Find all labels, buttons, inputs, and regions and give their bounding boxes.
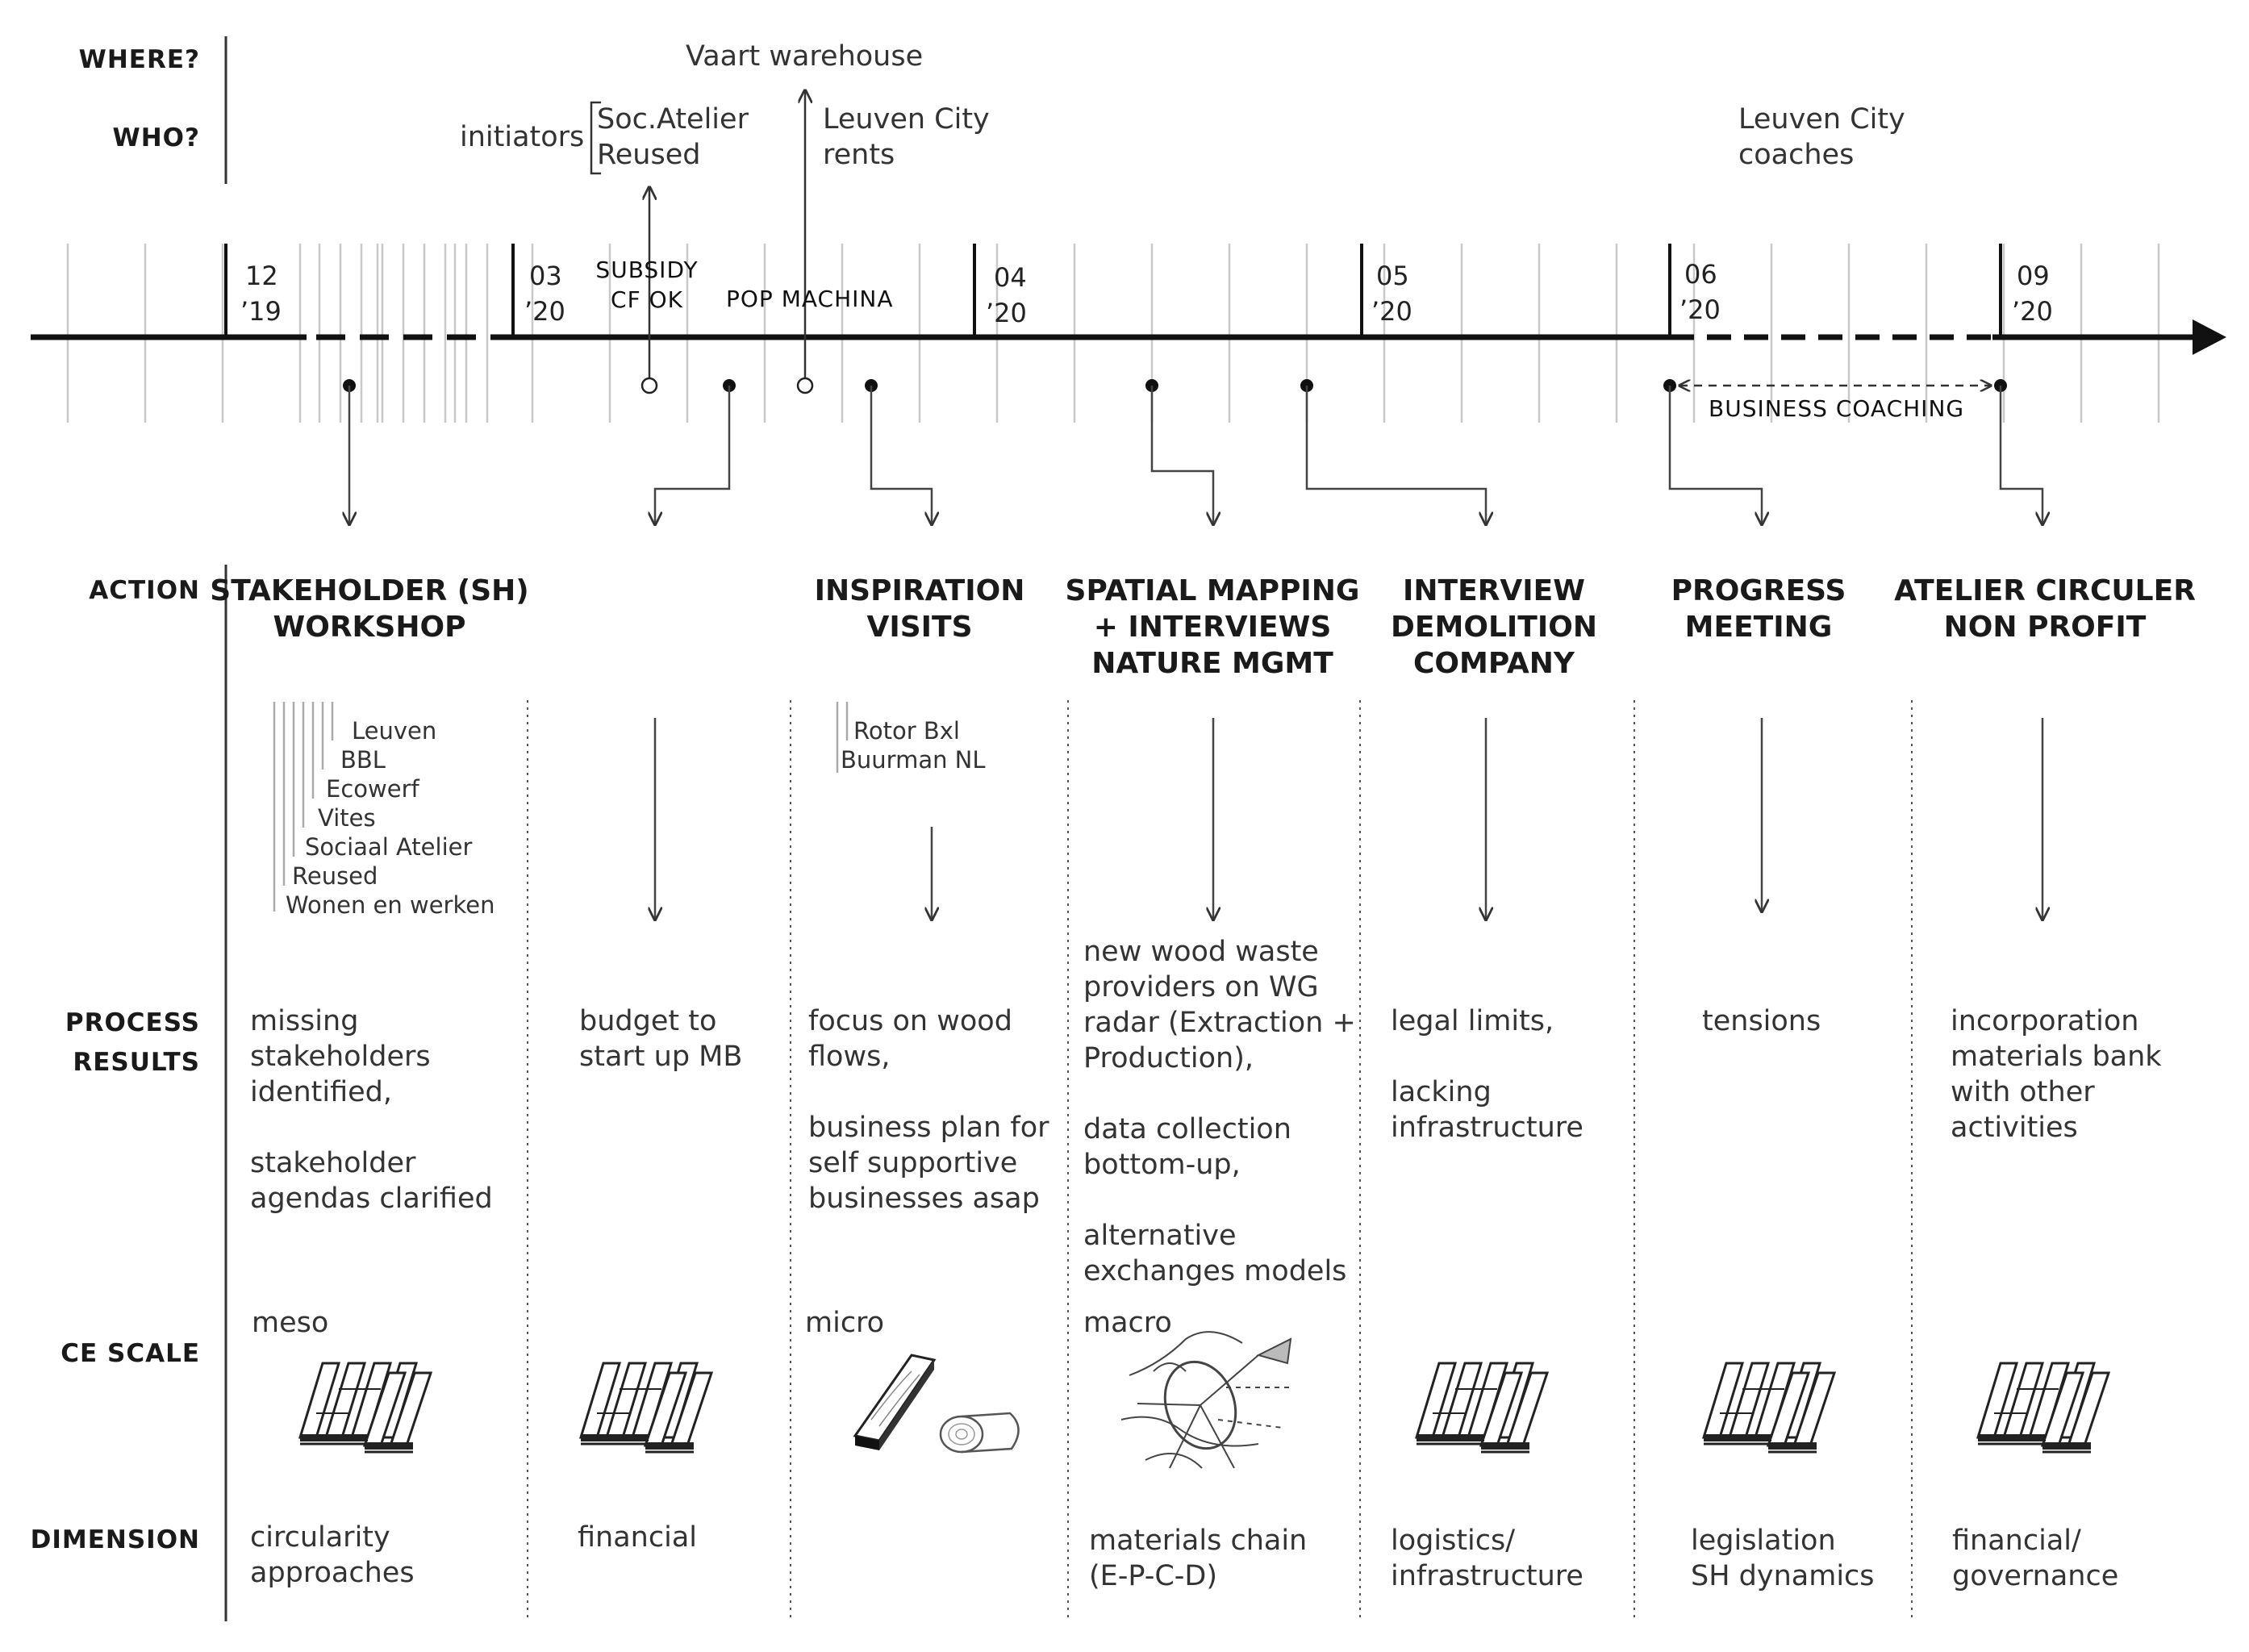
scale-meso: meso	[252, 1307, 329, 1339]
tick-month: 06	[1684, 259, 1717, 290]
initiator-reused: Reused	[597, 139, 701, 171]
initiators-label: initiators	[460, 121, 585, 153]
process-label: PROCESS	[65, 1008, 200, 1037]
tick-month: 03	[529, 261, 562, 291]
participant: Vites	[318, 804, 376, 832]
planks-icon	[1415, 1362, 1549, 1454]
results-col-4: new wood waste providers on WG radar (Ex…	[1083, 936, 1356, 1287]
tick-year: ’19	[240, 296, 282, 327]
action-progress-meeting: PROGRESS MEETING	[1671, 574, 1846, 644]
event-business-coaching: BUSINESS COACHING	[1709, 395, 1965, 422]
action-interview-demolition: INTERVIEW DEMOLITION COMPANY	[1391, 574, 1597, 680]
participant: Sociaal Atelier	[305, 833, 473, 861]
action-label: ACTION	[89, 576, 200, 605]
action-stakeholder-workshop: STAKEHOLDER (SH) WORKSHOP	[210, 574, 529, 644]
leuven-coaches-1: Leuven City	[1738, 103, 1905, 136]
results-col-7: incorporation materials bank with other …	[1951, 1005, 2162, 1144]
results-col-3: focus on wood flows, business plan for s…	[808, 1005, 1049, 1215]
dimension-col-5: logistics/ infrastructure	[1391, 1525, 1583, 1592]
results-col-2: budget to start up MB	[579, 1005, 743, 1073]
tick-year: ’20	[2012, 296, 2053, 327]
results-label: RESULTS	[73, 1048, 200, 1077]
dimension-col-4: materials chain (E-P-C-D)	[1089, 1525, 1308, 1592]
planks-icon	[1702, 1362, 1836, 1454]
leuven-coaches-2: coaches	[1738, 139, 1855, 171]
scale-micro: micro	[805, 1307, 885, 1339]
action-spatial-mapping: SPATIAL MAPPING + INTERVIEWS NATURE MGMT	[1065, 574, 1360, 680]
initiator-soc-atelier: Soc.Atelier	[597, 103, 749, 136]
dimension-col-7: financial/ governance	[1952, 1525, 2119, 1592]
participant: Reused	[292, 862, 378, 890]
participant: Leuven	[352, 717, 437, 745]
event-subsidy: SUBSIDY CF OK	[595, 257, 699, 313]
planks-icon	[1976, 1362, 2110, 1454]
dimension-col-1: circularity approaches	[250, 1521, 415, 1589]
leuven-rents-1: Leuven City	[823, 103, 990, 136]
board-and-log-icon	[853, 1354, 1020, 1454]
results-col-5: legal limits, lacking infrastructure	[1391, 1005, 1583, 1144]
results-col-1: missing stakeholders identified, stakeho…	[250, 1005, 493, 1215]
participant: Wonen en werken	[286, 891, 495, 919]
planks-icon	[298, 1362, 432, 1454]
tick-year: ’20	[1371, 296, 1412, 327]
event-pop-machina: POP MACHINA	[726, 286, 894, 312]
tick-year: ’20	[1679, 294, 1721, 325]
tick-month: 12	[245, 261, 278, 291]
dimension-label: DIMENSION	[30, 1525, 200, 1554]
scale-macro: macro	[1083, 1307, 1172, 1339]
tick-year: ’20	[986, 298, 1027, 328]
participant: Buurman NL	[841, 746, 986, 774]
action-inspiration-visits: INSPIRATION VISITS	[814, 574, 1025, 644]
dimension-col-2: financial	[578, 1521, 697, 1554]
dimension-col-6: legislation SH dynamics	[1691, 1525, 1875, 1592]
results-col-6: tensions	[1702, 1005, 1821, 1037]
participant: Ecowerf	[326, 775, 419, 803]
tick-month: 04	[994, 262, 1027, 293]
participant: BBL	[340, 746, 386, 774]
action-atelier-circuler: ATELIER CIRCULER NON PROFIT	[1894, 574, 2196, 644]
tick-year: ’20	[524, 296, 565, 327]
participant: Rotor Bxl	[853, 717, 960, 745]
leuven-rents-2: rents	[823, 139, 895, 171]
tick-month: 09	[2017, 261, 2050, 291]
ce-scale-label: CE SCALE	[61, 1339, 200, 1368]
planks-icon	[579, 1362, 713, 1454]
tick-month: 05	[1376, 261, 1409, 291]
vaart-warehouse: Vaart warehouse	[686, 40, 924, 73]
map-sketch-icon	[1120, 1331, 1292, 1469]
where-label: WHERE?	[78, 45, 200, 74]
who-label: WHO?	[112, 123, 200, 152]
